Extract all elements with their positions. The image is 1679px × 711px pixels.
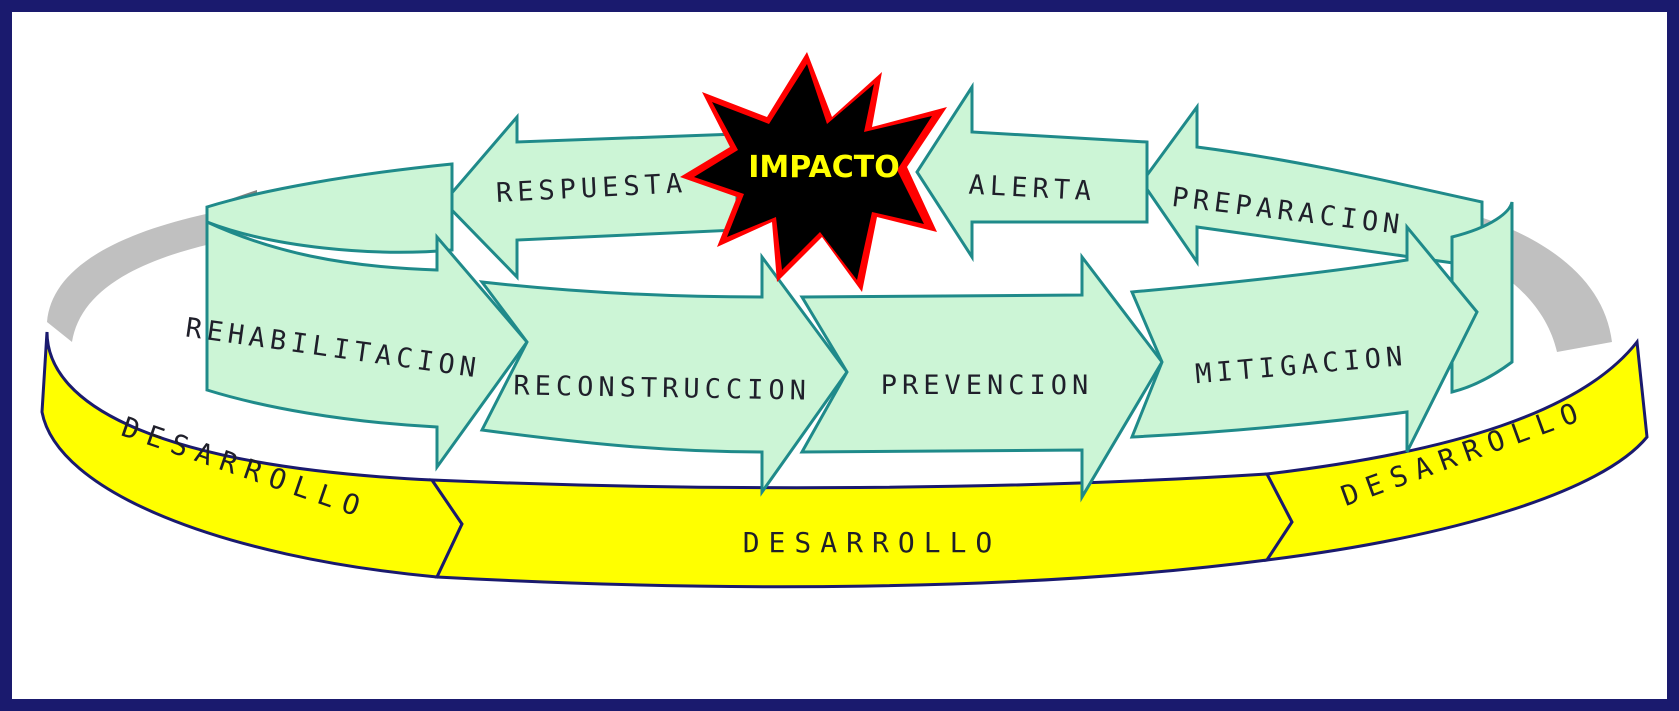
band-right: [1263, 338, 1649, 562]
label-alerta: ALERTA: [968, 170, 1097, 208]
label-prevencion: PREVENCION: [881, 370, 1094, 401]
band-label-center: DESARROLLO: [743, 526, 1002, 559]
arrow-rehabilitacion: [205, 219, 529, 472]
arrow-respuesta: [441, 112, 739, 281]
impact-label: IMPACTO: [748, 150, 899, 185]
arrow-reconstruccion: [478, 252, 849, 497]
diagram-frame: IMPACTO RESPUESTA ALERTA PREPARACION REH…: [12, 12, 1667, 699]
label-reconstruccion: RECONSTRUCCION: [513, 370, 811, 406]
arrow-prevencion: [799, 252, 1164, 503]
ribbon-right-end: [1450, 201, 1514, 394]
arrow-mitigacion: [1129, 222, 1479, 453]
arrow-alerta: [915, 81, 1149, 263]
disaster-cycle-diagram: IMPACTO RESPUESTA ALERTA PREPARACION REH…: [40, 52, 1649, 589]
impact-burst: [694, 64, 932, 280]
